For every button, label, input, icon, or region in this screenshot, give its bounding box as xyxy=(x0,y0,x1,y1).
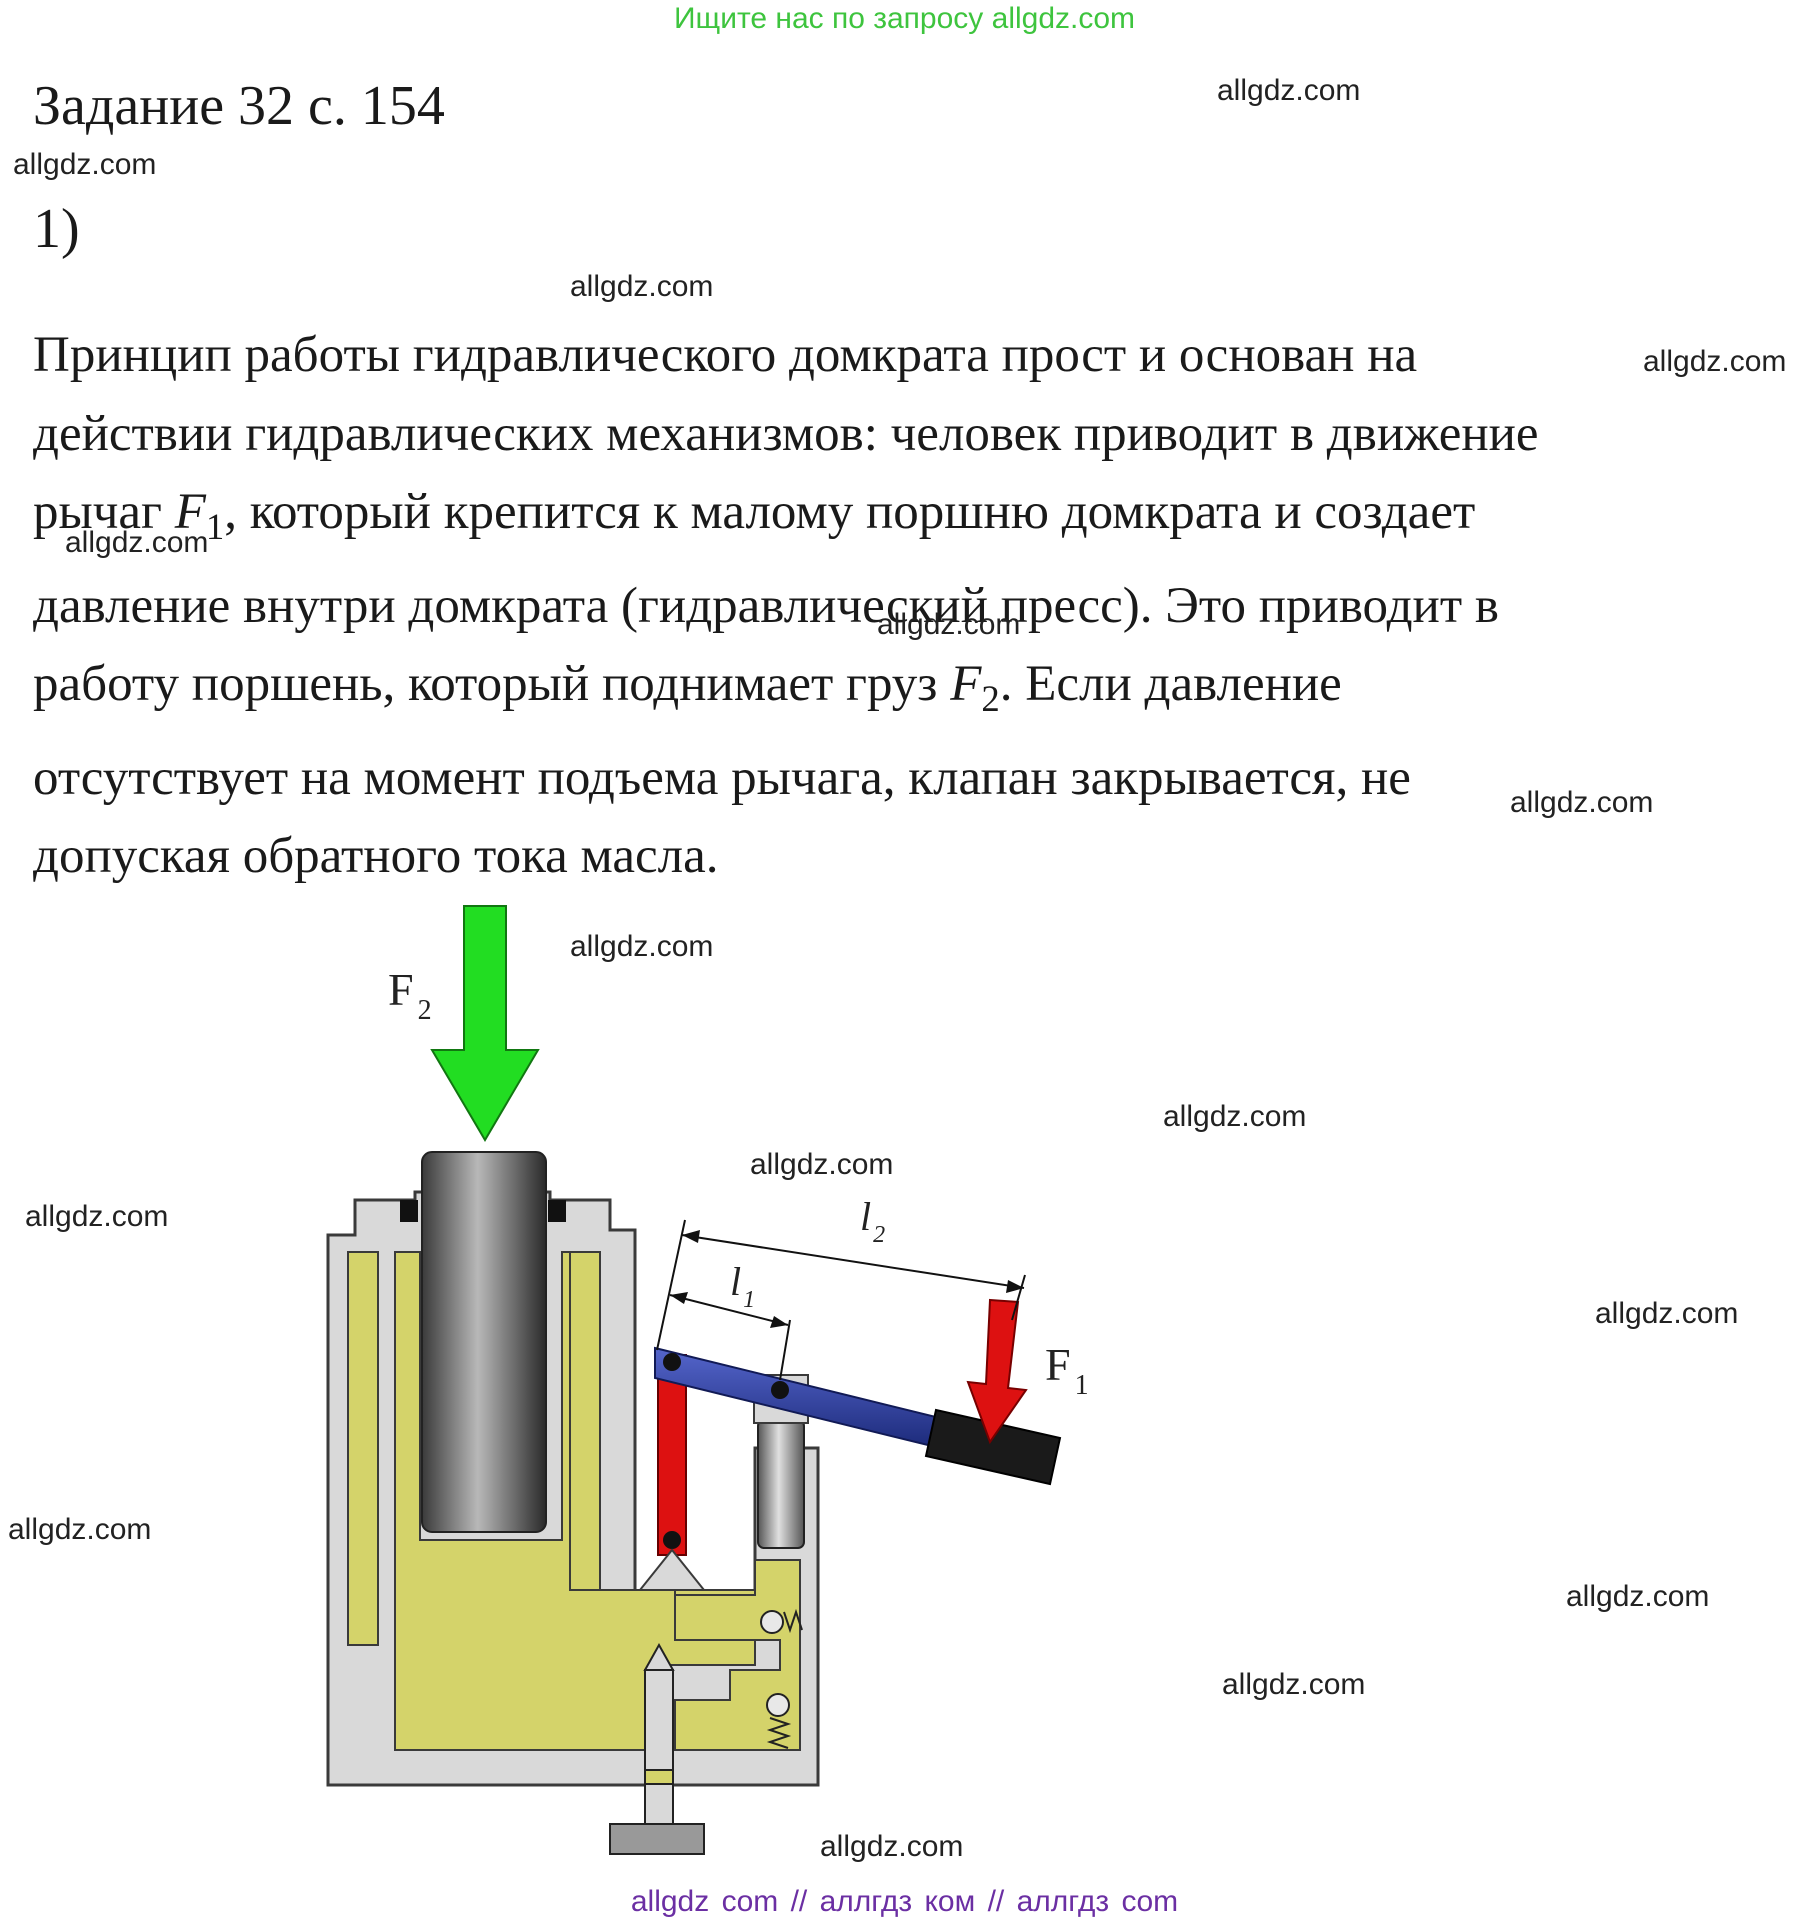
paragraph-line: давление внутри домкрата (гидравлический… xyxy=(33,577,1499,634)
force-f1-arrow xyxy=(966,1298,1028,1445)
text-run: , который крепится к малому поршню домкр… xyxy=(224,484,1476,540)
watermark[interactable]: allgdz.com xyxy=(8,1513,152,1546)
watermark[interactable]: allgdz.com xyxy=(1643,345,1787,378)
watermark[interactable]: allgdz.com xyxy=(13,148,157,181)
watermark[interactable]: allgdz.com xyxy=(1510,786,1654,819)
watermark[interactable]: allgdz.com xyxy=(1566,1580,1710,1613)
seal-left xyxy=(400,1200,418,1222)
l2-label: l2 xyxy=(860,1194,885,1248)
watermark[interactable]: allgdz.com xyxy=(820,1830,964,1863)
oil-reservoir-right xyxy=(562,1251,601,1591)
watermark[interactable]: allgdz.com xyxy=(1595,1297,1739,1330)
seal-right xyxy=(548,1200,566,1222)
check-valve-ball-upper xyxy=(760,1610,784,1634)
watermark[interactable]: allgdz.com xyxy=(570,270,714,303)
watermark[interactable]: allgdz.com xyxy=(1222,1668,1366,1701)
paragraph-line: допуская обратного тока масла. xyxy=(33,828,719,885)
formula-letter: F xyxy=(174,484,206,540)
footer-links[interactable]: allgdz com // аллгдз ком // аллгдз com xyxy=(630,1885,1179,1918)
watermark[interactable]: allgdz.com xyxy=(877,608,1021,641)
watermark[interactable]: allgdz.com xyxy=(570,930,714,963)
main-piston xyxy=(421,1151,547,1533)
watermark[interactable]: allgdz.com xyxy=(1163,1100,1307,1133)
answer-paragraph: Принцип работы гидравлического домкрата … xyxy=(33,316,1793,896)
force-f2-arrow xyxy=(430,905,540,1142)
text-run: работу поршень, который поднимает груз xyxy=(33,656,951,713)
formula-subscript: 2 xyxy=(981,678,1000,720)
formula-f2: F2 xyxy=(950,656,1000,719)
release-valve-stem xyxy=(644,1669,674,1771)
pivot-pin-bottom xyxy=(663,1531,681,1549)
dim-extension-left xyxy=(656,1219,686,1351)
valve-spring-lower xyxy=(766,1717,792,1749)
paragraph-line: Принцип работы гидравлического домкрата … xyxy=(33,327,1418,383)
l1-label: l1 xyxy=(730,1259,755,1313)
watermark[interactable]: allgdz.com xyxy=(25,1200,169,1233)
paragraph-line: рычаг F1, который крепится к малому порш… xyxy=(33,473,1793,567)
dim-extension-mid xyxy=(779,1319,791,1381)
lever-pin-mid xyxy=(771,1381,789,1399)
lever-handle xyxy=(924,1408,1062,1486)
task-title: Задание 32 с. 154 xyxy=(33,75,445,137)
lever-pin-left xyxy=(663,1353,681,1371)
text-run: . Если давление xyxy=(999,656,1342,713)
watermark[interactable]: allgdz.com xyxy=(1217,74,1361,107)
paragraph-line: действии гидравлических механизмов: чело… xyxy=(33,405,1539,462)
paragraph-line: отсутствует на момент подъема рычага, кл… xyxy=(33,749,1411,806)
paragraph-line: работу поршень, который поднимает груз F… xyxy=(33,645,1793,739)
small-piston xyxy=(757,1419,805,1549)
watermark[interactable]: allgdz.com xyxy=(65,526,209,559)
watermark[interactable]: allgdz.com xyxy=(750,1148,894,1181)
valve-spring-upper xyxy=(783,1608,803,1634)
text-run: рычаг xyxy=(33,484,175,540)
release-valve-seal xyxy=(644,1769,674,1785)
formula-letter: F xyxy=(950,656,982,713)
formula-subscript: 1 xyxy=(205,506,225,548)
dimension-l2 xyxy=(681,1234,1025,1289)
release-valve-knob xyxy=(609,1823,705,1855)
formula-f1: F1 xyxy=(174,484,225,547)
top-banner-link[interactable]: Ищите нас по запросу allgdz.com xyxy=(673,2,1136,35)
pivot-base xyxy=(637,1548,707,1591)
check-valve-ball-lower xyxy=(766,1693,790,1717)
dimension-l1 xyxy=(669,1294,789,1326)
pivot-link xyxy=(657,1354,687,1556)
dim-extension-right xyxy=(1011,1274,1026,1321)
task-number: 1) xyxy=(33,198,80,260)
oil-reservoir-left xyxy=(347,1251,379,1646)
